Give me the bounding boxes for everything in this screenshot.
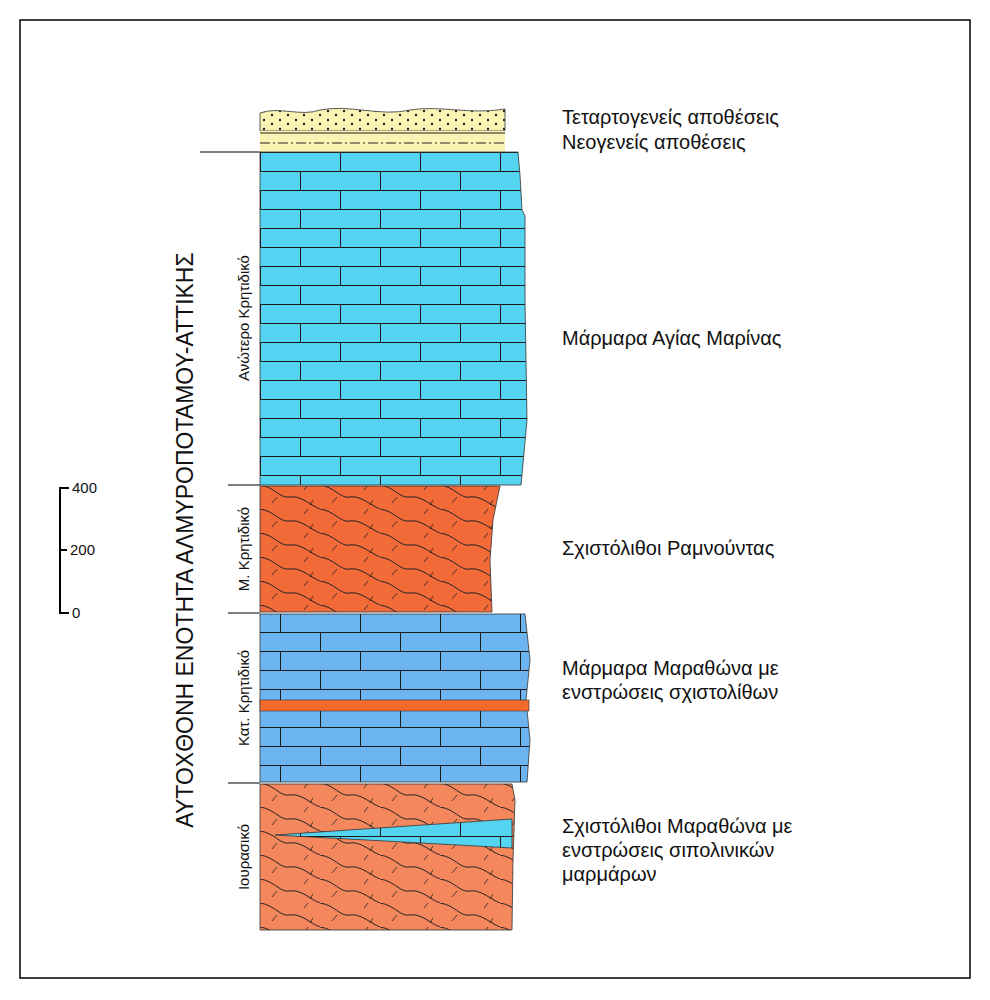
neogene-layer (260, 131, 505, 152)
scale-number: 400 (72, 479, 97, 497)
schist-layer (260, 486, 500, 612)
age-label: Κατ. Κρητιδικό (235, 650, 253, 746)
unit-label: Μάρμαρα Μαραθώνα με ενστρώσεις σχιστολίθ… (562, 656, 812, 704)
scale-number: 0 (72, 604, 80, 622)
frame (20, 20, 970, 978)
unit-label: Σχιστόλιθοι Μαραθώνα με ενστρώσεις σιπολ… (562, 814, 824, 886)
marble-layer (260, 152, 527, 485)
age-divider (200, 152, 260, 783)
unit-label: Μάρμαρα Αγίας Μαρίνας (562, 326, 782, 350)
unit-label: Νεογενείς αποθέσεις (562, 130, 746, 154)
unit-label: Σχιστόλιθοι Ραμνούντας (562, 536, 774, 560)
age-label: Ιουρασικό (235, 824, 253, 890)
marble-layer (260, 614, 530, 782)
age-label: Μ. Κρητιδικό (235, 507, 253, 591)
unit-title: ΑΥΤΟΧΘΟΝΗ ΕΝΟΤΗΤΑ ΑΛΜΥΡΟΠΟΤΑΜΟΥ-ΑΤΤΙΚΗΣ (172, 252, 200, 827)
quaternary-layer (260, 108, 505, 131)
unit-label: Τεταρτογενείς αποθέσεις (562, 105, 779, 129)
neogene-dashdot (260, 143, 505, 144)
neogene-line (260, 133, 505, 134)
marble-lens (275, 819, 512, 848)
scale-bar (60, 488, 69, 613)
scale-number: 200 (70, 541, 95, 559)
schist-layer (260, 784, 515, 930)
schist-interbed (260, 700, 529, 711)
age-label: Ανώτερο Κρητιδικό (235, 255, 253, 381)
